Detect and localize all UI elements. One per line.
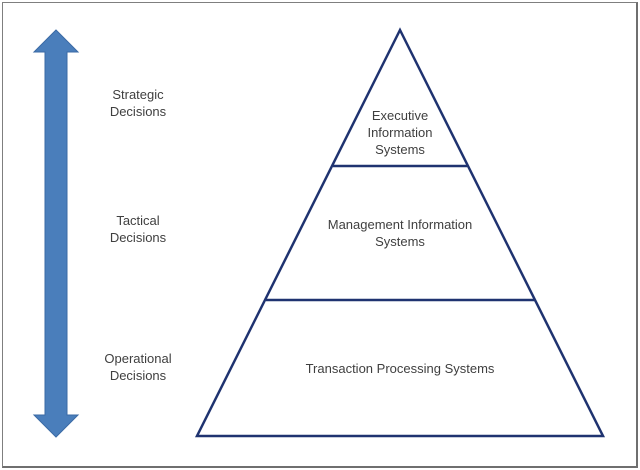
decision-label-tactical: Tactical Decisions	[88, 212, 188, 246]
double-arrow-icon	[32, 29, 80, 438]
tier-label-line: Systems	[375, 142, 425, 157]
pyramid-tier-transaction: Transaction Processing Systems	[270, 360, 530, 377]
decision-label-line: Decisions	[109, 368, 167, 383]
pyramid-tier-executive: Executive Information Systems	[340, 107, 460, 158]
decision-label-strategic: Strategic Decisions	[88, 86, 188, 120]
decision-label-line: Decisions	[109, 104, 167, 119]
tier-label-line: Information	[367, 125, 433, 140]
pyramid-outline	[194, 27, 606, 438]
pyramid-tier-management: Management Information Systems	[290, 216, 510, 250]
decision-label-line: Decisions	[109, 230, 167, 245]
decision-label-line: Tactical	[116, 213, 160, 228]
tier-label-line: Systems	[375, 234, 425, 249]
decision-label-line: Operational	[104, 351, 172, 366]
decision-label-operational: Operational Decisions	[83, 350, 193, 384]
tier-label-line: Executive	[371, 108, 429, 123]
decision-label-line: Strategic	[112, 87, 164, 102]
tier-label-line: Management Information	[327, 217, 473, 232]
tier-label-line: Transaction Processing Systems	[305, 361, 495, 376]
